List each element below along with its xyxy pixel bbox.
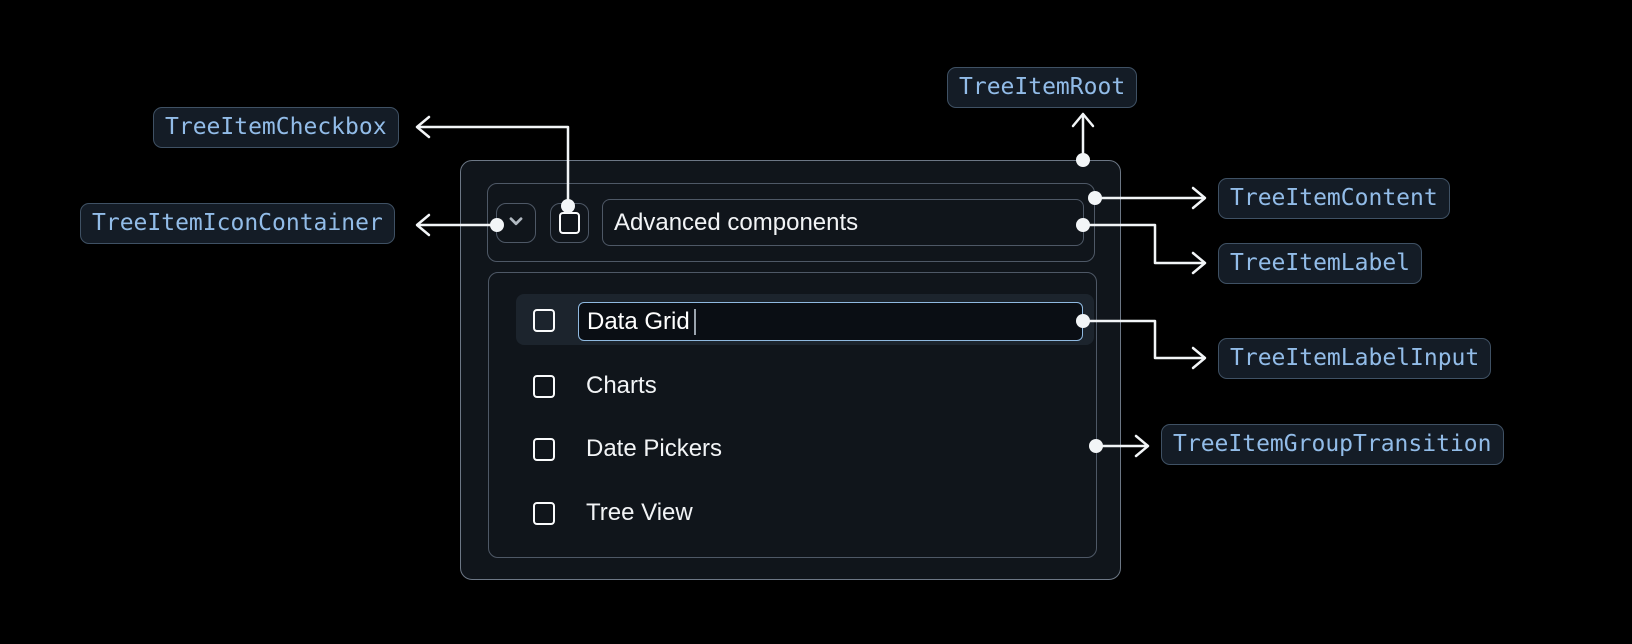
tree-row[interactable]: Tree View — [516, 498, 1094, 528]
expand-button[interactable] — [496, 203, 536, 243]
text-cursor — [693, 308, 697, 335]
badge-tree-item-icon-container: TreeItemIconContainer — [80, 203, 395, 244]
badge-tree-item-content: TreeItemContent — [1218, 178, 1450, 219]
checkbox-unchecked-icon[interactable] — [533, 437, 555, 461]
badge-tree-item-label-input: TreeItemLabelInput — [1218, 338, 1492, 379]
tree-row-label: Charts — [586, 372, 657, 399]
badge-text: TreeItemContent — [1230, 185, 1438, 211]
tree-item-content-box[interactable]: Advanced components — [487, 183, 1095, 262]
tree-item-label-text: Advanced components — [614, 208, 859, 236]
badge-tree-item-checkbox: TreeItemCheckbox — [153, 107, 399, 148]
tree-item-group — [488, 272, 1097, 558]
badge-text: TreeItemGroupTransition — [1173, 431, 1492, 457]
checkbox-unchecked-icon[interactable] — [559, 212, 580, 234]
badge-text: TreeItemLabel — [1230, 250, 1411, 276]
badge-tree-item-group-transition: TreeItemGroupTransition — [1161, 424, 1504, 465]
checkbox-unchecked-icon[interactable] — [533, 374, 555, 398]
tree-row-label: Date Pickers — [586, 435, 723, 462]
badge-text: TreeItemIconContainer — [92, 210, 383, 236]
tree-item-checkbox-container[interactable] — [550, 203, 589, 243]
chevron-down-icon — [505, 210, 527, 237]
label-input-value: Data Grid — [587, 307, 690, 335]
tree-row-editing[interactable]: Data Grid — [516, 294, 1094, 345]
badge-text: TreeItemRoot — [959, 74, 1126, 100]
badge-text: TreeItemCheckbox — [165, 114, 387, 140]
checkbox-unchecked-icon[interactable] — [533, 309, 555, 332]
tree-row[interactable]: Date Pickers — [516, 434, 1094, 464]
tree-item-label-box[interactable]: Advanced components — [602, 199, 1084, 246]
tree-item-root-box — [460, 160, 1121, 580]
badge-tree-item-label: TreeItemLabel — [1218, 243, 1423, 284]
tree-row[interactable]: Charts — [516, 371, 1094, 401]
badge-text: TreeItemLabelInput — [1230, 345, 1480, 371]
badge-tree-item-root: TreeItemRoot — [947, 67, 1138, 108]
checkbox-unchecked-icon[interactable] — [533, 501, 555, 525]
tree-item-label-input[interactable]: Data Grid — [578, 302, 1083, 341]
tree-row-label: Tree View — [586, 499, 693, 526]
